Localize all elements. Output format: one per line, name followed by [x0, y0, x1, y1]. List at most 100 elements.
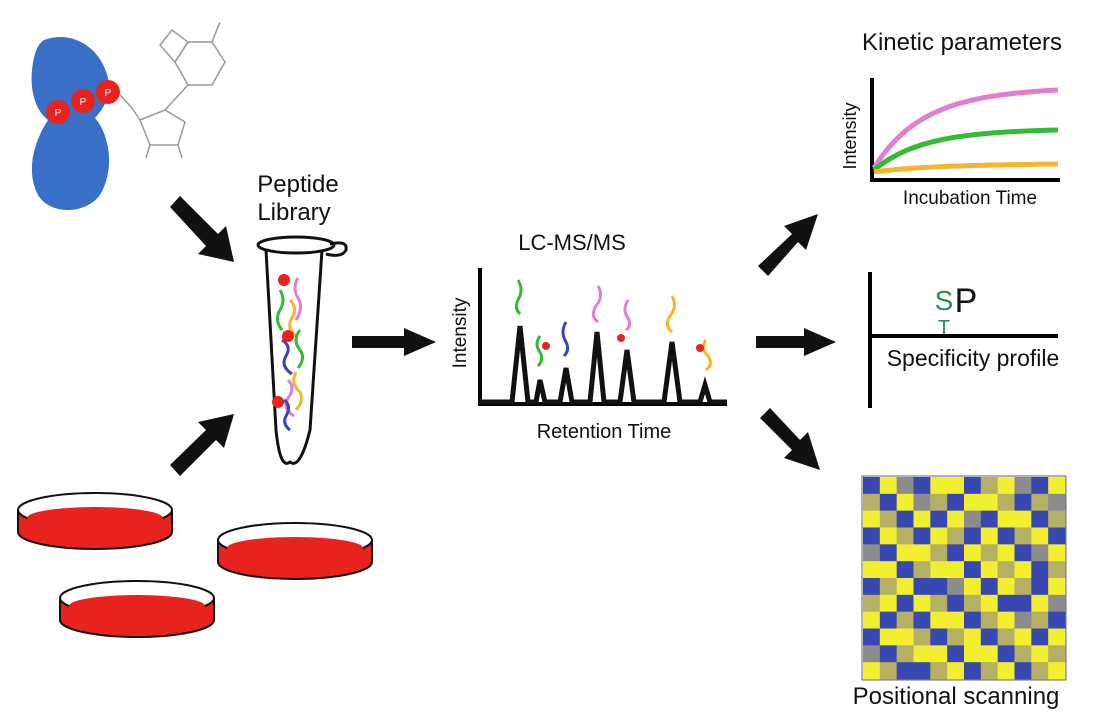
heatmap-cell: [964, 662, 982, 680]
heatmap-cell: [863, 578, 881, 596]
heatmap-cell: [1014, 477, 1032, 495]
heatmap-cell: [1014, 611, 1032, 629]
heatmap-cell: [896, 594, 914, 613]
heatmap-cell: [1031, 611, 1049, 629]
heatmap-cell: [863, 645, 881, 663]
heatmap-cell: [930, 578, 948, 596]
heatmap-cell: [947, 578, 965, 596]
svg-text:P: P: [80, 97, 87, 108]
heatmap-cell: [980, 662, 999, 680]
heatmap-cell: [913, 493, 931, 512]
heatmap-cell: [930, 662, 948, 680]
heatmap-cell: [997, 493, 1015, 512]
heatmap-cell: [1048, 477, 1066, 495]
heatmap-cell: [997, 611, 1015, 629]
heatmap-cell: [980, 510, 999, 528]
heatmap-cell: [1048, 611, 1066, 629]
heatmap-cell: [997, 628, 1015, 646]
heatmap-cell: [930, 544, 948, 562]
heatmap-cell: [947, 544, 965, 562]
heatmap-cell: [879, 578, 898, 596]
heatmap-cell: [1031, 493, 1049, 512]
peptide-library-label: Library: [257, 199, 330, 226]
heatmap-cell: [1014, 544, 1032, 562]
peptide-library-tube: Peptide Library: [256, 171, 348, 465]
arrow-to-positional: [760, 408, 820, 470]
heatmap-cell: [1014, 578, 1032, 596]
heatmap-cell: [863, 662, 881, 680]
curve-pink: [871, 87, 1059, 170]
heatmap-cell: [930, 493, 948, 512]
heatmap-cell: [947, 561, 965, 579]
heatmap-cell: [964, 561, 982, 579]
heatmap-cell: [913, 594, 931, 613]
kinetic-x-label: Incubation Time: [903, 188, 1037, 209]
peak-peptides: [514, 279, 713, 372]
heatmap-cell: [913, 662, 931, 680]
heatmap-cell: [964, 477, 982, 495]
arrow-cells-to-library: [170, 414, 234, 476]
heatmap-cell: [980, 578, 999, 596]
heatmap-cell: [997, 544, 1015, 562]
heatmap-cell: [896, 578, 914, 596]
arrow-kinase-to-library: [170, 196, 234, 262]
heatmap-cell: [1031, 510, 1049, 528]
heatmap-cell: [964, 611, 982, 629]
svg-text:P: P: [105, 88, 112, 99]
heatmap-cell: [1048, 594, 1066, 613]
heatmap-cell: [980, 645, 999, 663]
heatmap-cell: [879, 611, 898, 629]
heatmap-cell: [997, 527, 1015, 545]
heatmap-cell: [980, 594, 999, 613]
heatmap-cell: [964, 628, 982, 646]
heatmap-cell: [1031, 628, 1049, 646]
petri-dish: [17, 492, 173, 550]
kinase-shape: [31, 36, 110, 211]
heatmap-cell: [879, 645, 898, 663]
peptide-strands: [275, 277, 305, 432]
petri-dish: [217, 522, 373, 580]
heatmap-cell: [930, 477, 948, 495]
curve-green: [872, 127, 1059, 172]
heatmap-cell: [964, 510, 982, 528]
heatmap-cell: [980, 628, 999, 646]
heatmap-cell: [1014, 561, 1032, 579]
heatmap-cell: [863, 493, 881, 512]
logo-letter-t: T: [938, 317, 950, 339]
arrow-to-kinetic: [758, 214, 818, 276]
heatmap-cell: [863, 527, 881, 545]
arrow-library-to-lcms: [352, 328, 436, 356]
heatmap-cell: [1031, 578, 1049, 596]
heatmap-cell: [913, 628, 931, 646]
positional-caption: Positional scanning: [853, 683, 1060, 710]
flow-arrows: [170, 196, 836, 476]
heatmap-cell: [930, 594, 948, 613]
heatmap-cell: [947, 628, 965, 646]
heatmap-cell: [1014, 628, 1032, 646]
heatmap-cell: [896, 645, 914, 663]
heatmap-cell: [896, 544, 914, 562]
heatmap-cell: [1014, 594, 1032, 613]
heatmap-cell: [913, 645, 931, 663]
heatmap-cell: [1048, 527, 1066, 545]
heatmap-cell: [997, 662, 1015, 680]
heatmap-cell: [896, 611, 914, 629]
heatmap-cell: [980, 544, 999, 562]
heatmap-cell: [896, 628, 914, 646]
heatmap-cell: [1048, 561, 1066, 579]
heatmap-cell: [930, 527, 948, 545]
kinetic-parameters-chart: Kinetic parameters Intensity Incubation …: [840, 29, 1062, 209]
heatmap-cell: [896, 510, 914, 528]
heatmap-cell: [964, 544, 982, 562]
heatmap-cell: [879, 510, 898, 528]
logo-letter-s: S: [935, 285, 954, 316]
heatmap-cell: [913, 527, 931, 545]
heatmap-cell: [964, 527, 982, 545]
heatmap-cell: [863, 611, 881, 629]
specificity-caption: Specificity profile: [887, 345, 1060, 371]
heatmap-cell: [1031, 594, 1049, 613]
svg-text:P: P: [55, 108, 62, 119]
heatmap-cell: [879, 628, 898, 646]
heatmap-cell: [863, 594, 881, 613]
heatmap-cell: [1048, 510, 1066, 528]
